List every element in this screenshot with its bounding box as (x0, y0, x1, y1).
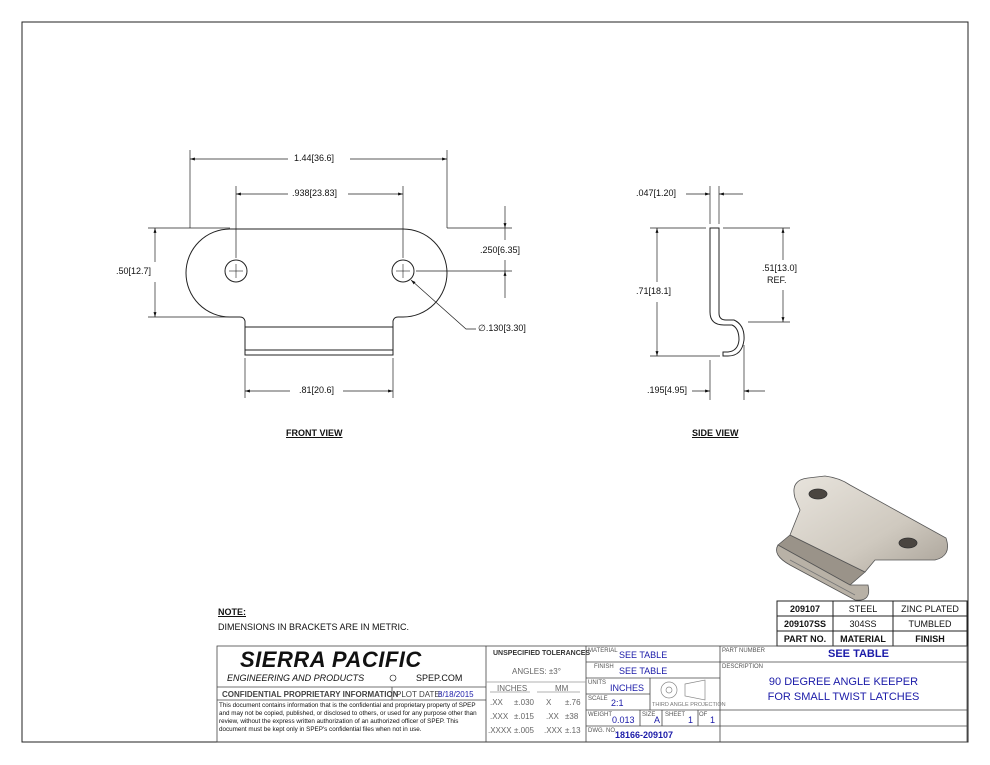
front-view-geometry (185, 228, 448, 356)
tolerance-row-2-mm-val: ±38 (565, 712, 579, 721)
dim-hole-offset: .250[6.35] (480, 245, 521, 255)
company-subtitle: ENGINEERING AND PRODUCTS (227, 673, 365, 683)
dim-ref-height: .51[13.0] (762, 263, 798, 273)
note-text: DIMENSIONS IN BRACKETS ARE IN METRIC. (218, 622, 410, 632)
company-name: SIERRA PACIFIC (240, 647, 422, 672)
keeper-outline (185, 228, 448, 356)
parts-row-1-finish: ZINC PLATED (901, 604, 959, 614)
front-view-dimensions (148, 150, 512, 398)
company-website: SPEP.COM (416, 673, 463, 683)
projection-label: THIRD ANGLE PROJECTION (652, 702, 726, 708)
tolerance-row-3-mm-key: .XXX (544, 726, 563, 735)
size-value: A (654, 715, 661, 725)
title-block-grid (216, 645, 968, 743)
material-label: MATERIAL (588, 648, 618, 654)
parts-header-material: MATERIAL (840, 634, 886, 644)
hole-right (391, 259, 415, 283)
dim-hole-spacing: .938[23.83] (292, 188, 338, 198)
weight-value: 0.013 (612, 715, 635, 725)
side-view-dimensions (650, 186, 790, 400)
dwg-no-label: DWG. NO. (588, 728, 617, 734)
parts-row-1-part: 209107 (789, 604, 821, 614)
confidential-label: CONFIDENTIAL PROPRIETARY INFORMATION (222, 690, 399, 699)
dim-front-height: .50[12.7] (116, 266, 152, 276)
tolerance-row-1-mm-val: ±.76 (565, 698, 581, 707)
tolerance-row-2-in-val: ±.015 (514, 712, 534, 721)
parts-header-part: PART NO. (783, 634, 827, 644)
finish-label: FINISH (594, 664, 614, 670)
dim-thickness: .047[1.20] (636, 188, 677, 198)
parts-row-2-material: 304SS (849, 619, 877, 629)
plot-date-value: 8/18/2015 (438, 690, 474, 699)
tolerance-row-2-mm-key: .XX (546, 712, 559, 721)
description-label: DESCRIPTION (722, 664, 764, 670)
third-angle-projection-symbol (660, 679, 706, 701)
parts-row-2-part: 209107SS (783, 619, 827, 629)
description-line-1: 90 DEGREE ANGLE KEEPER (768, 676, 919, 688)
tolerance-row-3-in-key: .XXXX (488, 726, 512, 735)
material-value: SEE TABLE (619, 650, 668, 660)
tolerances-heading: UNSPECIFIED TOLERANCES (493, 650, 591, 657)
weight-label: WEIGHT (588, 712, 612, 718)
dwg-no-value: 18166-209107 (615, 730, 674, 740)
tolerance-inches-label: INCHES (497, 684, 528, 693)
hole-left (224, 259, 248, 283)
front-view-title: FRONT VIEW (286, 428, 343, 438)
description-line-2: FOR SMALL TWIST LATCHES (767, 691, 920, 703)
parts-header-finish: FINISH (915, 634, 945, 644)
dim-hole-diameter: ∅.130[3.30] (478, 323, 526, 333)
of-value: 1 (710, 715, 716, 725)
tolerance-row-3-mm-val: ±.13 (565, 726, 581, 735)
note-heading: NOTE: (218, 607, 246, 617)
size-label: SIZE (642, 712, 656, 718)
parts-row-2-finish: TUMBLED (908, 619, 952, 629)
partnumber-value: SEE TABLE (828, 648, 889, 660)
dim-hook: .195[4.95] (647, 385, 688, 395)
tolerance-angles: ANGLES: ±3° (512, 667, 561, 676)
diameter-symbol-icon: ∅ (478, 323, 486, 333)
side-profile (709, 227, 745, 357)
tolerance-row-1-in-key: .XX (490, 698, 503, 707)
dim-ref-label: REF. (767, 275, 787, 285)
isometric-render (776, 475, 948, 601)
tolerance-row-1-in-val: ±.030 (514, 698, 534, 707)
tolerance-mm-label: MM (555, 684, 569, 693)
dim-side-height: .71[18.1] (636, 286, 672, 296)
scale-label: SCALE (588, 696, 608, 702)
plot-date-label: PLOT DATE: (396, 690, 442, 699)
side-view-title: SIDE VIEW (692, 428, 739, 438)
tolerance-row-3-in-val: ±.005 (514, 726, 534, 735)
side-view-geometry (709, 227, 745, 357)
parts-row-1-material: STEEL (848, 604, 878, 614)
registered-mark-icon (389, 674, 397, 682)
scale-value: 2:1 (611, 698, 624, 708)
tolerance-row-1-mm-key: X (546, 698, 552, 707)
sheet-value: 1 (688, 715, 694, 725)
finish-value: SEE TABLE (619, 666, 668, 676)
units-value: INCHES (610, 683, 645, 693)
units-label: UNITS (588, 680, 606, 686)
dim-overall-width: 1.44[36.6] (294, 153, 335, 163)
sheet-label: SHEET (665, 712, 686, 718)
partnumber-label: PART NUMBER (722, 648, 766, 654)
tolerance-row-2-in-key: .XXX (490, 712, 509, 721)
confidential-text: This document contains information that … (219, 702, 477, 733)
of-label: OF (699, 712, 708, 718)
dim-tab-width: .81[20.6] (299, 385, 335, 395)
